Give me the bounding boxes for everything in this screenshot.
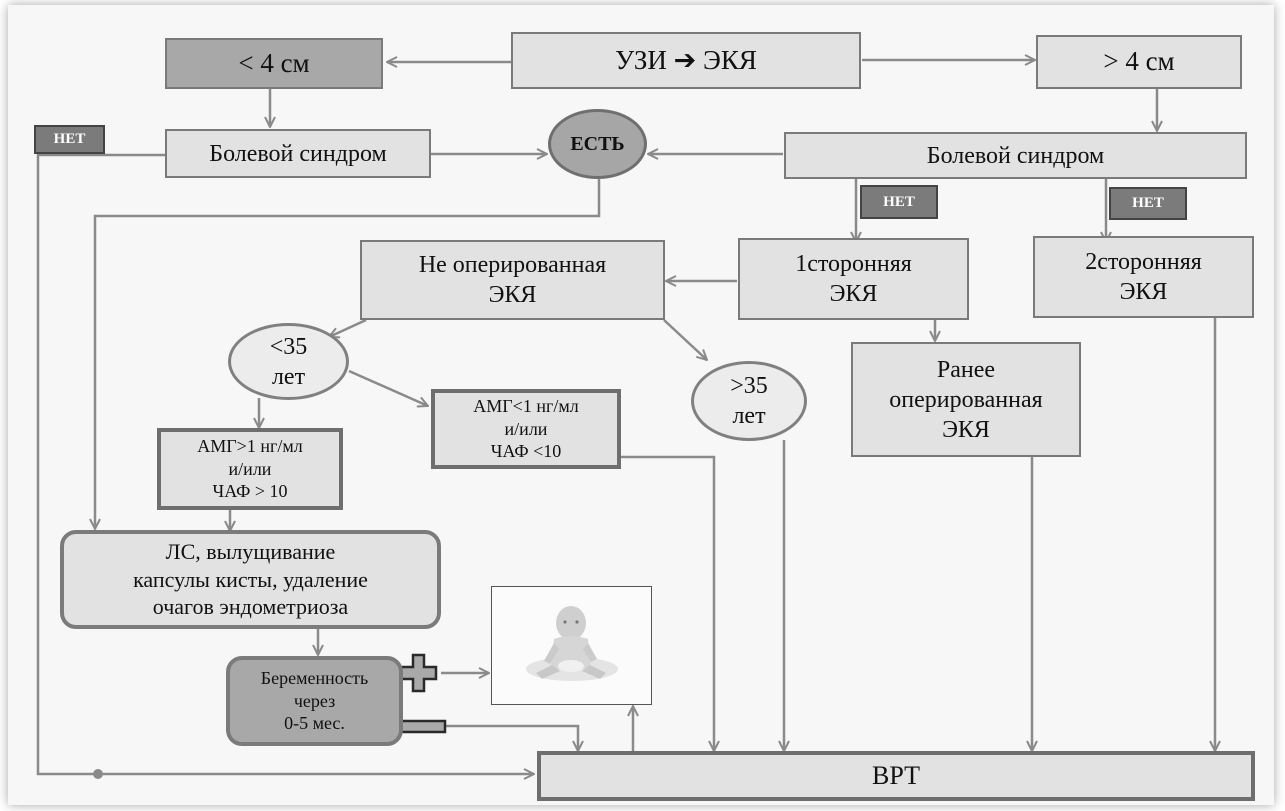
unoperated-line1: Не оперированная (418, 252, 607, 278)
previously-operated-box: Ранее оперированная ЭКЯ (851, 342, 1081, 457)
age-under-35-line2: лет (271, 363, 306, 390)
no-tag-middle: НЕТ (860, 185, 938, 219)
age-under-35-circle: <35 лет (228, 323, 349, 400)
pain-syndrome-right-box: Болевой синдром (784, 132, 1247, 179)
surgery-box: ЛС, вылущивание капсулы кисты, удаление … (60, 530, 441, 629)
pregnancy-line3: 0-5 мес. (284, 713, 345, 734)
size-less-4cm-box: < 4 см (165, 38, 383, 89)
pain-syndrome-left-label: Болевой синдром (209, 140, 387, 167)
present-circle: ЕСТЬ (548, 109, 647, 179)
one-sided-cyst-box: 1сторонняя ЭКЯ (738, 238, 969, 320)
art-label: ВРТ (871, 760, 920, 790)
amh-low-line2: и/или (504, 418, 548, 439)
pregnancy-line1: Беременность (260, 668, 369, 689)
baby-illustration (526, 606, 618, 681)
age-over-35-line1: >35 (730, 373, 768, 399)
amh-high-line1: АМГ>1 нг/мл (197, 436, 303, 457)
no-tag-left-label: НЕТ (53, 131, 86, 147)
amh-low-line1: АМГ<1 нг/мл (473, 396, 579, 417)
two-sided-cyst-box: 2сторонняя ЭКЯ (1033, 236, 1254, 318)
age-over-35-line2: лет (732, 403, 766, 429)
size-less-4cm-label: < 4 см (238, 47, 310, 78)
previously-operated-line3: ЭКЯ (942, 416, 990, 443)
surgery-line2: капсулы кисты, удаление (133, 566, 368, 592)
art-box: ВРТ (537, 751, 1255, 801)
pregnancy-box: Беременность через 0-5 мес. (226, 656, 403, 746)
baby-photo (491, 586, 652, 705)
pregnancy-line2: через (293, 690, 336, 711)
no-tag-left: НЕТ (34, 125, 105, 154)
surgery-line3: очагов эндометриоза (152, 594, 349, 620)
present-label: ЕСТЬ (570, 132, 625, 155)
amh-high-box: АМГ>1 нг/мл и/или ЧАФ > 10 (157, 428, 343, 510)
surgery-line1: ЛС, вылущивание (165, 539, 336, 565)
pain-syndrome-right-label: Болевой синдром (926, 142, 1105, 169)
ultrasound-box: УЗИ ➔ ЭКЯ (511, 32, 861, 89)
ultrasound-label: УЗИ ➔ ЭКЯ (615, 44, 757, 75)
unoperated-line2: ЭКЯ (488, 282, 537, 308)
no-tag-right-label: НЕТ (1132, 195, 1164, 211)
size-more-4cm-box: > 4 см (1036, 35, 1242, 89)
amh-high-line3: ЧАФ > 10 (212, 481, 288, 502)
unoperated-cyst-box: Не оперированная ЭКЯ (360, 240, 665, 320)
previously-operated-line2: оперированная (889, 386, 1043, 413)
age-under-35-line1: <35 (269, 333, 308, 360)
pain-syndrome-left-box: Болевой синдром (165, 129, 431, 178)
one-sided-line1: 1сторонняя (795, 251, 912, 277)
age-over-35-circle: >35 лет (691, 361, 807, 441)
amh-low-line3: ЧАФ <10 (490, 441, 562, 462)
no-tag-right: НЕТ (1109, 187, 1187, 220)
size-more-4cm-label: > 4 см (1103, 46, 1175, 77)
one-sided-line2: ЭКЯ (829, 281, 878, 307)
two-sided-line2: ЭКЯ (1119, 279, 1168, 305)
no-tag-middle-label: НЕТ (883, 193, 915, 210)
amh-high-line2: и/или (228, 458, 272, 479)
previously-operated-line1: Ранее (936, 356, 996, 383)
two-sided-line1: 2сторонняя (1085, 249, 1202, 275)
amh-low-box: АМГ<1 нг/мл и/или ЧАФ <10 (431, 389, 621, 469)
